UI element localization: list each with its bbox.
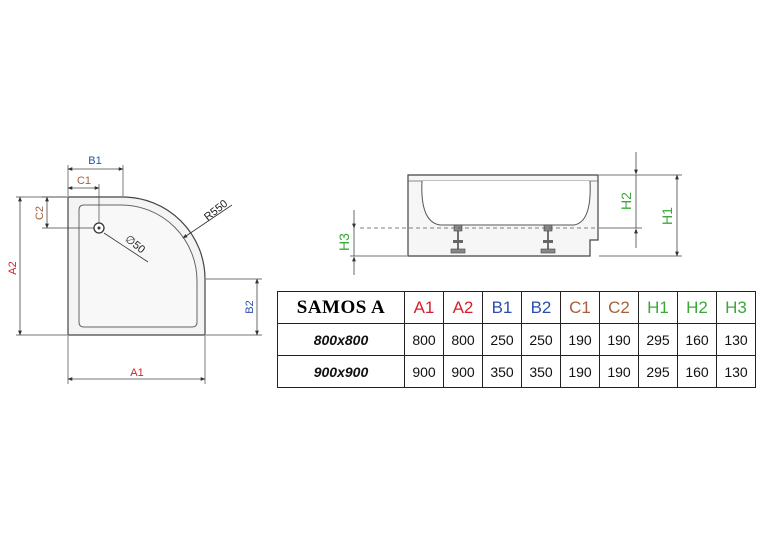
table-row: 800x800 800 800 250 250 190 190 295 160 … bbox=[277, 323, 756, 356]
drain-center bbox=[97, 226, 101, 230]
header-h1: H1 bbox=[638, 291, 678, 324]
header-h2: H2 bbox=[677, 291, 717, 324]
row-size: 800x800 bbox=[277, 323, 405, 356]
plan-view: B1 C1 C2 A2 B2 A1 R550 ∅50 bbox=[7, 155, 262, 384]
h3-label: H3 bbox=[336, 233, 352, 251]
header-c2: C2 bbox=[599, 291, 639, 324]
header-a2: A2 bbox=[443, 291, 483, 324]
h2-label: H2 bbox=[618, 192, 634, 210]
cell-b2: 250 bbox=[521, 323, 561, 356]
cell-h2: 160 bbox=[677, 323, 717, 356]
cell-h3: 130 bbox=[716, 323, 756, 356]
cell-a1: 900 bbox=[404, 355, 444, 388]
radius-leader bbox=[182, 204, 233, 239]
cell-b2: 350 bbox=[521, 355, 561, 388]
drain-leader bbox=[103, 232, 149, 263]
cell-c2: 190 bbox=[599, 355, 639, 388]
radius-label: R550 bbox=[202, 198, 230, 224]
header-b2: B2 bbox=[521, 291, 561, 324]
cell-a2: 900 bbox=[443, 355, 483, 388]
spec-table-header-row: SAMOS A A1 A2 B1 B2 C1 C2 H1 H2 H3 bbox=[277, 291, 756, 324]
cell-c1: 190 bbox=[560, 323, 600, 356]
cell-b1: 350 bbox=[482, 355, 522, 388]
a2-label: A2 bbox=[7, 261, 19, 274]
b2-label: B2 bbox=[244, 300, 256, 313]
header-a1: A1 bbox=[404, 291, 444, 324]
c1-label: C1 bbox=[77, 175, 91, 187]
cell-b1: 250 bbox=[482, 323, 522, 356]
a1-label: A1 bbox=[130, 367, 143, 379]
model-name: SAMOS A bbox=[277, 291, 405, 324]
header-c1: C1 bbox=[560, 291, 600, 324]
b1-label: B1 bbox=[88, 155, 101, 167]
cell-a1: 800 bbox=[404, 323, 444, 356]
header-h3: H3 bbox=[716, 291, 756, 324]
basin-profile bbox=[421, 180, 591, 226]
cell-a2: 800 bbox=[443, 323, 483, 356]
side-view: H3 H2 H1 bbox=[336, 152, 682, 275]
header-b1: B1 bbox=[482, 291, 522, 324]
cell-c1: 190 bbox=[560, 355, 600, 388]
h1-label: H1 bbox=[659, 207, 675, 225]
cell-c2: 190 bbox=[599, 323, 639, 356]
cell-h3: 130 bbox=[716, 355, 756, 388]
cell-h1: 295 bbox=[638, 323, 678, 356]
table-row: 900x900 900 900 350 350 190 190 295 160 … bbox=[277, 355, 756, 388]
spec-table: SAMOS A A1 A2 B1 B2 C1 C2 H1 H2 H3 800x8… bbox=[277, 291, 756, 388]
cell-h2: 160 bbox=[677, 355, 717, 388]
row-size: 900x900 bbox=[277, 355, 405, 388]
c2-label: C2 bbox=[34, 206, 46, 220]
cell-h1: 295 bbox=[638, 355, 678, 388]
